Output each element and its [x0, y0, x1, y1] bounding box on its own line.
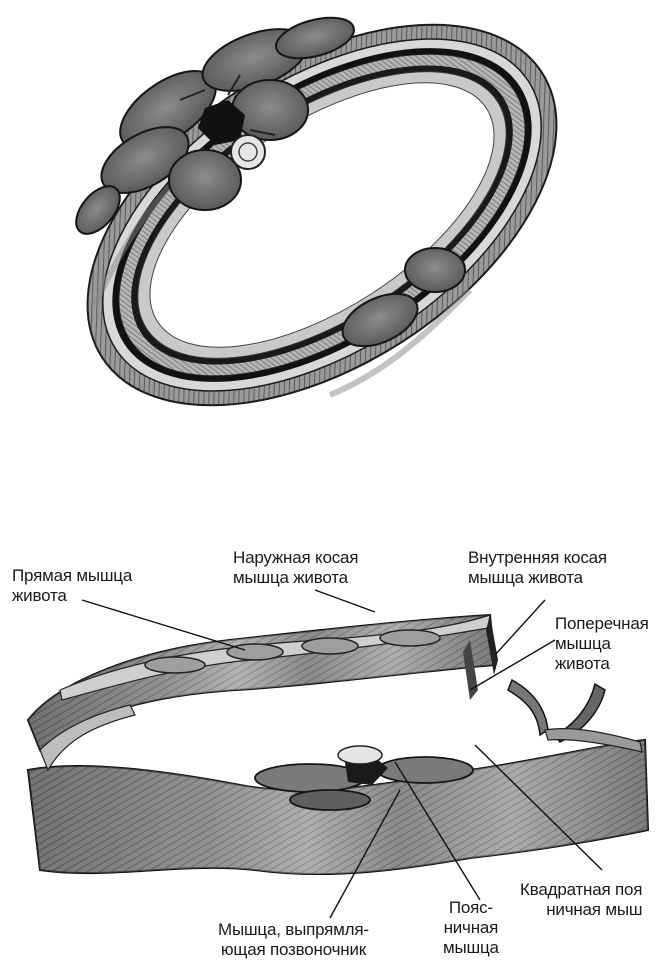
label-erector-spinae: Мышца, выпрямля- ющая позвоночник	[218, 920, 369, 960]
label-transversus-abdominis: Поперечная мышца живота	[555, 614, 649, 674]
label-quadratus-lumborum: Квадратная поя ничная мыш	[520, 880, 642, 920]
label-rectus-abdominis: Прямая мышца живота	[12, 566, 132, 606]
label-internal-oblique: Внутренняя косая мышца живота	[468, 548, 607, 588]
label-external-oblique: Наружная косая мышца живота	[233, 548, 358, 588]
label-psoas: Пояс- ничная мышца	[443, 898, 499, 958]
